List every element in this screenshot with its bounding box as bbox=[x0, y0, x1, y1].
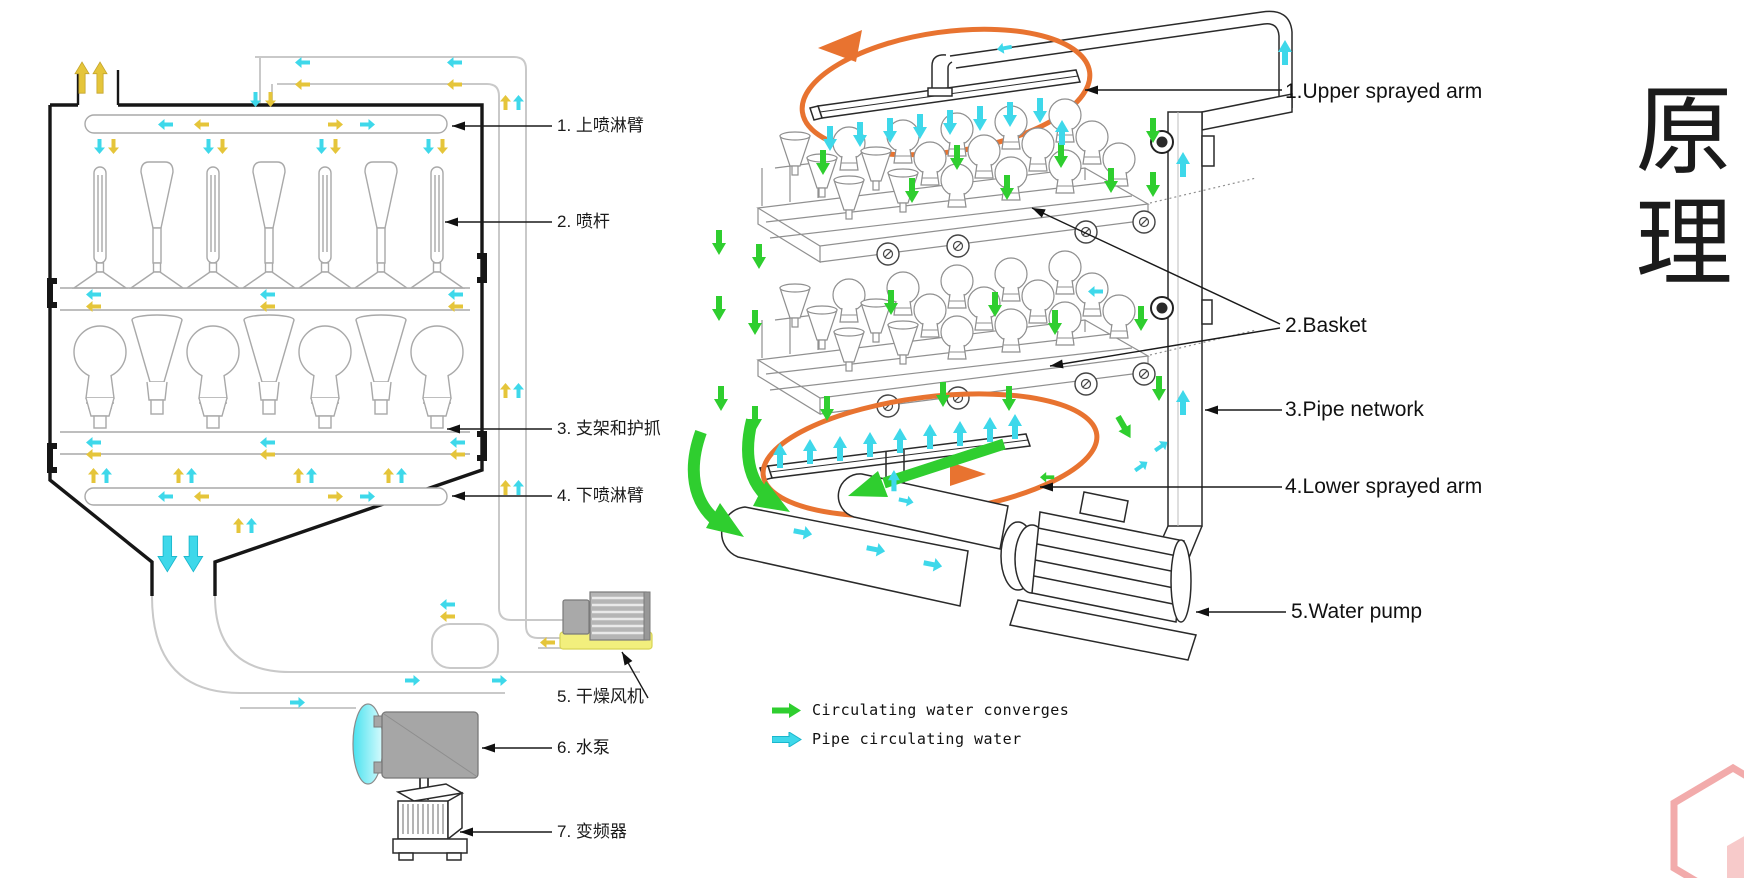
legend: Circulating water converges Pipe circula… bbox=[772, 700, 1069, 749]
bulb-on-holder bbox=[410, 325, 464, 429]
label-dry-fan-cn: 5. 干燥风机 bbox=[557, 687, 644, 706]
right-diagram bbox=[687, 10, 1293, 661]
spray-rod bbox=[128, 161, 186, 289]
bulb-holder-row bbox=[60, 314, 470, 455]
label-basket: 2.Basket bbox=[1285, 314, 1367, 337]
drain-water-arrows bbox=[157, 535, 204, 573]
left-diagram bbox=[47, 56, 653, 861]
green-arrow-icon bbox=[772, 702, 801, 718]
spray-rod bbox=[240, 161, 298, 289]
legend-item-pipe-water: Pipe circulating water bbox=[772, 729, 1069, 749]
inverter bbox=[392, 783, 468, 861]
spray-rods bbox=[60, 161, 470, 311]
cone-on-holder bbox=[355, 314, 407, 415]
green-converge-arrows bbox=[687, 413, 1137, 537]
legend-item-converging-water: Circulating water converges bbox=[772, 700, 1069, 720]
spray-rod bbox=[296, 166, 354, 289]
label-lower-spray-arm-cn: 4. 下喷淋臂 bbox=[557, 486, 644, 505]
lower-spray-arm bbox=[84, 487, 448, 506]
title-char-1: 原 bbox=[1635, 77, 1733, 186]
cone-on-holder bbox=[131, 314, 183, 415]
label-bracket-grip-cn: 3. 支架和护抓 bbox=[557, 419, 661, 438]
label-upper-sprayed-arm: 1.Upper sprayed arm bbox=[1285, 80, 1483, 103]
bulb-on-holder bbox=[186, 325, 240, 429]
cyan-arrow-icon bbox=[772, 731, 802, 747]
water-pump-left bbox=[352, 703, 479, 800]
cone-on-holder bbox=[243, 314, 295, 415]
pipe-network-3d bbox=[949, 10, 1293, 563]
upper-spray-arm bbox=[84, 114, 448, 134]
water-pump-3d bbox=[1000, 491, 1197, 661]
pipe-network-left bbox=[151, 56, 640, 709]
wash-chamber-outline bbox=[47, 70, 487, 596]
spray-rod bbox=[352, 161, 410, 289]
leader-lines-right bbox=[1030, 85, 1286, 617]
orange-arrowhead-icon bbox=[818, 30, 862, 62]
label-pipe-network: 3.Pipe network bbox=[1285, 398, 1424, 421]
hexagon-fill-icon bbox=[1727, 836, 1744, 878]
label-water-pump-cn: 6. 水泵 bbox=[557, 738, 610, 757]
bulb-on-holder bbox=[298, 325, 352, 429]
label-upper-spray-arm-cn: 1. 上喷淋臂 bbox=[557, 116, 644, 135]
upper-sprayed-arm-3d bbox=[809, 54, 1081, 121]
hexagon-decoration bbox=[1670, 763, 1744, 878]
leader-lines-left bbox=[445, 121, 649, 837]
label-spray-rod-cn: 2. 喷杆 bbox=[557, 212, 610, 231]
bulb-on-holder bbox=[73, 325, 127, 429]
spray-rod bbox=[71, 166, 129, 289]
label-lower-sprayed-arm: 4.Lower sprayed arm bbox=[1285, 475, 1483, 498]
spray-rod bbox=[184, 166, 242, 289]
dry-fan bbox=[559, 591, 653, 650]
label-water-pump: 5.Water pump bbox=[1291, 600, 1423, 623]
vertical-title: 原 理 bbox=[1624, 76, 1744, 300]
vent-air-arrows bbox=[74, 61, 108, 94]
hexagon-outline-icon bbox=[1670, 763, 1744, 878]
title-char-2: 理 bbox=[1635, 189, 1733, 298]
pipe-flange bbox=[1150, 296, 1174, 320]
orange-arrowhead-icon bbox=[950, 462, 986, 486]
legend-text: Pipe circulating water bbox=[812, 730, 1022, 748]
legend-text: Circulating water converges bbox=[812, 701, 1070, 719]
spray-rod bbox=[408, 166, 466, 289]
label-inverter-cn: 7. 变频器 bbox=[557, 822, 627, 841]
